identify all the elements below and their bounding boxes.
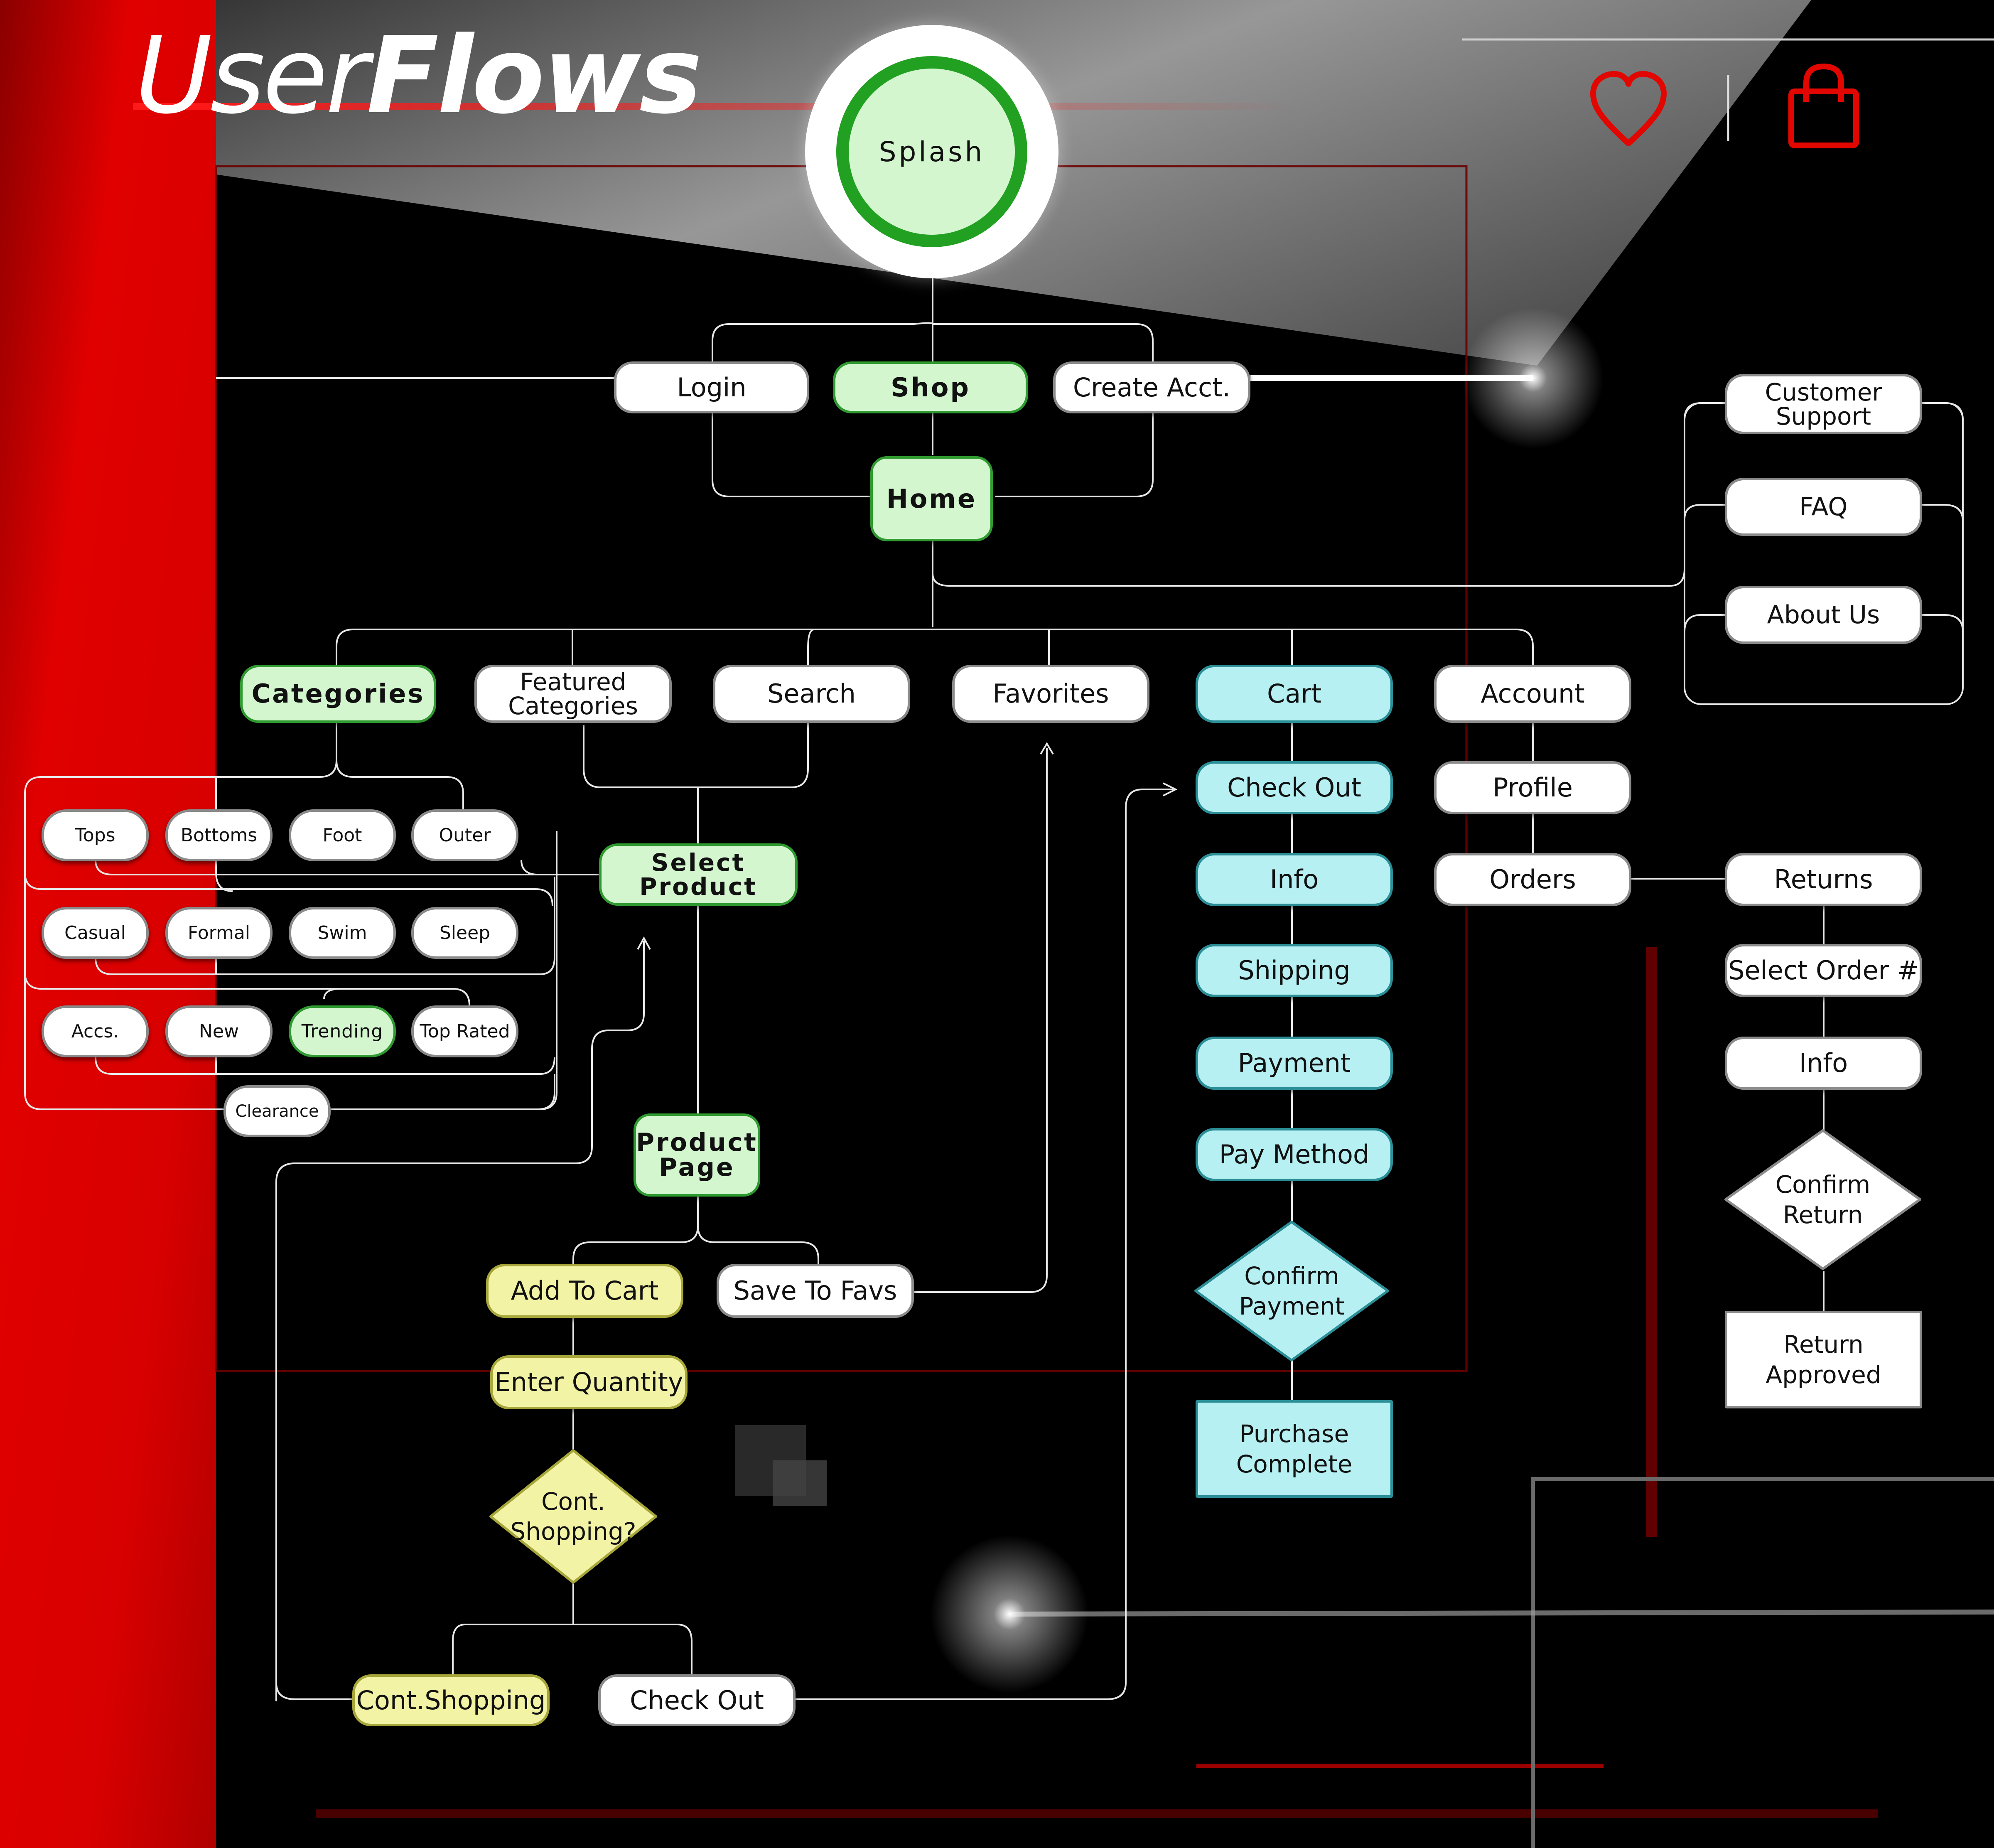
payment-node[interactable]: Payment [1196,1037,1393,1090]
continue-shopping-node[interactable]: Cont.Shopping [352,1674,550,1726]
confirm-return-decision-label: Confirm Return [1775,1170,1871,1229]
category-clearance[interactable]: Clearance [223,1085,331,1137]
category-foot[interactable]: Foot [289,809,396,861]
enter-quantity-node[interactable]: Enter Quantity [490,1355,688,1409]
customer-support-node[interactable]: Customer Support [1725,374,1922,434]
about-us-node[interactable]: About Us [1725,586,1922,644]
continue-shopping-decision[interactable]: Cont. Shopping? [488,1448,658,1585]
decision-diamond-yellow [489,1449,657,1584]
login-node[interactable]: Login [614,361,809,413]
account-node[interactable]: Account [1434,665,1631,723]
category-accs[interactable]: Accs. [42,1005,149,1057]
title-flows: Flows [366,14,702,138]
create-account-node[interactable]: Create Acct. [1053,361,1250,413]
continue-shopping-decision-label: Cont. Shopping? [510,1487,636,1546]
icon-divider [1727,75,1729,141]
shopping-bag-icon[interactable] [1786,62,1861,150]
profile-node[interactable]: Profile [1434,761,1631,814]
select-product-node[interactable]: Select Product [599,843,798,906]
add-to-cart-node[interactable]: Add To Cart [486,1264,683,1318]
category-outer[interactable]: Outer [411,809,518,861]
check-out-node[interactable]: Check Out [1196,761,1393,814]
category-bottoms[interactable]: Bottoms [165,809,273,861]
categories-node[interactable]: Categories [240,665,436,723]
heart-icon[interactable] [1587,71,1670,150]
product-page-node[interactable]: Product Page [634,1113,760,1197]
purchase-complete-node: Purchase Complete [1196,1400,1393,1498]
splash-node[interactable]: Splash [805,25,1058,278]
confirm-payment-decision[interactable]: Confirm Payment [1193,1219,1390,1363]
favorites-node[interactable]: Favorites [952,665,1149,723]
decision-diamond-cyan [1194,1221,1389,1361]
orders-node[interactable]: Orders [1434,853,1631,906]
featured-categories-node[interactable]: Featured Categories [474,665,672,723]
shop-node[interactable]: Shop [833,361,1028,413]
category-tops[interactable]: Tops [42,809,149,861]
page-title: UserFlows [135,23,702,129]
confirm-return-decision[interactable]: Confirm Return [1723,1128,1923,1271]
category-sleep[interactable]: Sleep [411,907,518,959]
return-approved-node: Return Approved [1725,1311,1922,1408]
pay-method-node[interactable]: Pay Method [1196,1128,1393,1181]
title-user: User [135,14,369,138]
shipping-node[interactable]: Shipping [1196,944,1393,997]
category-new[interactable]: New [165,1005,273,1057]
cart-node[interactable]: Cart [1196,665,1393,723]
splash-label: Splash [849,69,1015,235]
category-casual[interactable]: Casual [42,907,149,959]
search-node[interactable]: Search [713,665,910,723]
category-trending[interactable]: Trending [289,1005,396,1057]
category-top-rated[interactable]: Top Rated [411,1005,518,1057]
bottom-check-out-node[interactable]: Check Out [598,1674,796,1726]
save-to-favs-node[interactable]: Save To Favs [717,1264,914,1318]
confirm-payment-decision-label: Confirm Payment [1239,1262,1345,1320]
category-swim[interactable]: Swim [289,907,396,959]
category-formal[interactable]: Formal [165,907,273,959]
splash-ring: Splash [836,56,1027,247]
decision-diamond-white [1724,1129,1921,1270]
faq-node[interactable]: FAQ [1725,478,1922,536]
return-info-node[interactable]: Info [1725,1037,1922,1090]
home-node[interactable]: Home [870,456,993,541]
info-node[interactable]: Info [1196,853,1393,906]
returns-node[interactable]: Returns [1725,853,1922,906]
select-order-node[interactable]: Select Order # [1725,944,1922,997]
